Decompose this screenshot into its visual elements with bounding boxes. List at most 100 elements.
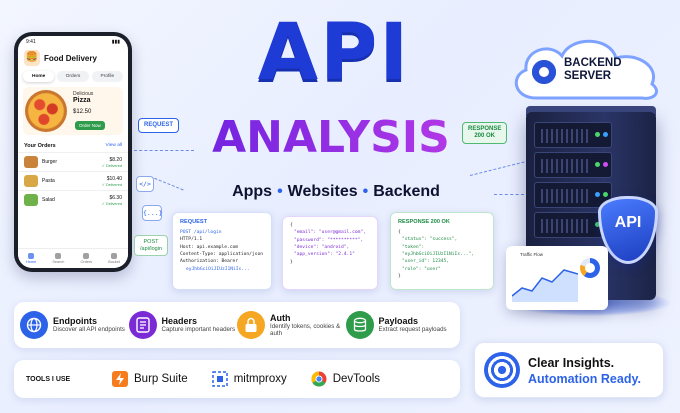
response-label-line: RESPONSE	[468, 126, 502, 132]
nav-home[interactable]: Home	[26, 253, 36, 264]
server-rack	[534, 152, 612, 178]
globe-icon	[20, 311, 48, 339]
led-icon	[595, 132, 600, 137]
burp-suite-icon	[112, 371, 128, 387]
response-line: "user_id": 12345,	[402, 259, 450, 265]
area-graph-icon	[512, 269, 578, 302]
led-icon	[603, 192, 608, 197]
code-icon: </>	[136, 176, 154, 192]
app-tabs: Home Orders Profile	[18, 68, 128, 85]
sub-backend: Backend	[373, 183, 440, 200]
sub-websites: Websites	[287, 183, 358, 200]
feature-text: Payloads Extract request payloads	[379, 316, 453, 333]
server-top	[526, 106, 656, 116]
bucket-icon	[111, 253, 118, 259]
post-path: /api/login	[140, 245, 163, 252]
feature-desc: Capture important headers	[161, 326, 236, 334]
feature-title: Payloads	[378, 316, 419, 327]
tab-home[interactable]: Home	[23, 71, 55, 82]
headline-analysis: ANALYSIS	[186, 116, 476, 160]
order-now-button[interactable]: Order Now	[75, 121, 105, 130]
gear-icon	[532, 60, 556, 84]
connector-line	[134, 150, 194, 151]
response-line: "role": "user"	[402, 266, 441, 272]
feature-text: Headers Capture important headers	[162, 316, 236, 333]
request-line: Host: api.example.com	[180, 244, 239, 250]
tool-name: DevTools	[332, 373, 381, 385]
nav-label: Orders	[80, 260, 93, 264]
response-card-title: RESPONSE 200 OK	[398, 219, 450, 225]
cloud-icon	[514, 39, 658, 100]
tab-orders[interactable]: Orders	[57, 71, 89, 82]
connector-line	[494, 194, 524, 195]
tool-devtools: DevTools	[311, 371, 380, 387]
burger-thumb	[24, 156, 38, 168]
order-name: Burger	[42, 159, 58, 165]
request-line: eyJhbGciOiJIUzI1NiIs...	[186, 266, 250, 272]
nav-label: Home	[26, 260, 37, 264]
server-rack	[534, 182, 612, 208]
order-price: $6.30	[109, 194, 122, 201]
vents	[541, 189, 589, 203]
response-label-status: 200 OK	[474, 133, 496, 140]
led-icon	[595, 162, 600, 167]
cloud-label-line: SERVER	[564, 69, 612, 82]
response-line: "token": "eyJhbGciOiJIUzI1NiIs...",	[402, 244, 474, 257]
feature-title: Auth	[270, 312, 291, 323]
bullet-icon: •	[362, 183, 369, 200]
vents	[541, 219, 589, 233]
braces-icon: {...}	[142, 205, 163, 221]
bottom-nav: Home Search Orders Bucket	[18, 248, 128, 268]
app-title: Food Delivery	[44, 53, 97, 63]
subheadline: Apps•Websites•Backend	[196, 183, 476, 201]
request-label: REQUEST	[138, 118, 180, 134]
pasta-thumb	[24, 175, 38, 187]
led-icon	[595, 192, 600, 197]
cloud-label-line: BACKEND	[564, 57, 622, 69]
order-meta: $6.30 ✓ Delivered	[102, 195, 122, 206]
list-item[interactable]: Burger $8.20 ✓ Delivered	[18, 152, 128, 171]
promo-price: $12.50	[73, 109, 92, 116]
tools-label: TOOLS I USE	[26, 375, 71, 383]
orders-title: Your Orders	[24, 143, 56, 149]
chrome-icon	[311, 371, 327, 387]
order-status: ✓ Delivered	[101, 182, 122, 187]
phone-screen: 9:41 ▮▮▮ 🍔 Food Delivery Home Orders Pro…	[18, 36, 128, 268]
orders-icon	[83, 253, 90, 259]
connector-line	[149, 176, 184, 191]
led-icon	[603, 132, 608, 137]
target-icon	[484, 352, 520, 388]
led-icon	[603, 162, 608, 167]
features-bar: Endpoints Discover all API endpoints Hea…	[14, 302, 460, 348]
tab-profile[interactable]: Profile	[91, 71, 123, 82]
headline-api: API	[257, 8, 411, 98]
vents	[541, 159, 589, 173]
feature-text: Auth Identify tokens, cookies & auth	[270, 313, 344, 338]
post-method: POST	[143, 239, 159, 245]
request-line: Content-Type: application/json	[180, 251, 263, 257]
nav-search[interactable]: Search	[52, 253, 64, 264]
pizza-image	[25, 90, 67, 132]
tool-name: mitmproxy	[233, 373, 287, 385]
feature-endpoints: Endpoints Discover all API endpoints	[20, 311, 129, 339]
list-item[interactable]: Pasta $10.40 ✓ Delivered	[18, 171, 128, 190]
insights-line-1: Clear Insights.	[528, 356, 615, 370]
orders-header: Your Orders View all	[18, 137, 128, 152]
feature-desc: Extract request payloads	[378, 326, 447, 334]
feature-text: Endpoints Discover all API endpoints	[53, 316, 127, 333]
cloud-label: BACKEND SERVER	[564, 57, 622, 82]
view-all-link[interactable]: View all	[105, 143, 122, 148]
status-bar: 9:41 ▮▮▮	[18, 36, 128, 45]
feature-desc: Discover all API endpoints	[53, 326, 125, 334]
nav-bucket[interactable]: Bucket	[108, 253, 120, 264]
nav-orders[interactable]: Orders	[80, 253, 93, 264]
request-card-title: REQUEST	[180, 219, 208, 225]
promo-text: Delicious Pizza $12.50	[73, 91, 93, 117]
order-price: $10.40	[106, 175, 122, 182]
lock-icon	[237, 311, 265, 339]
list-item[interactable]: Salad $6.30 ✓ Delivered	[18, 190, 128, 209]
order-status: ✓ Delivered	[101, 163, 122, 168]
feature-title: Endpoints	[53, 316, 97, 327]
payload-card: { "email": "user@gmail.com", "password":…	[282, 216, 378, 290]
